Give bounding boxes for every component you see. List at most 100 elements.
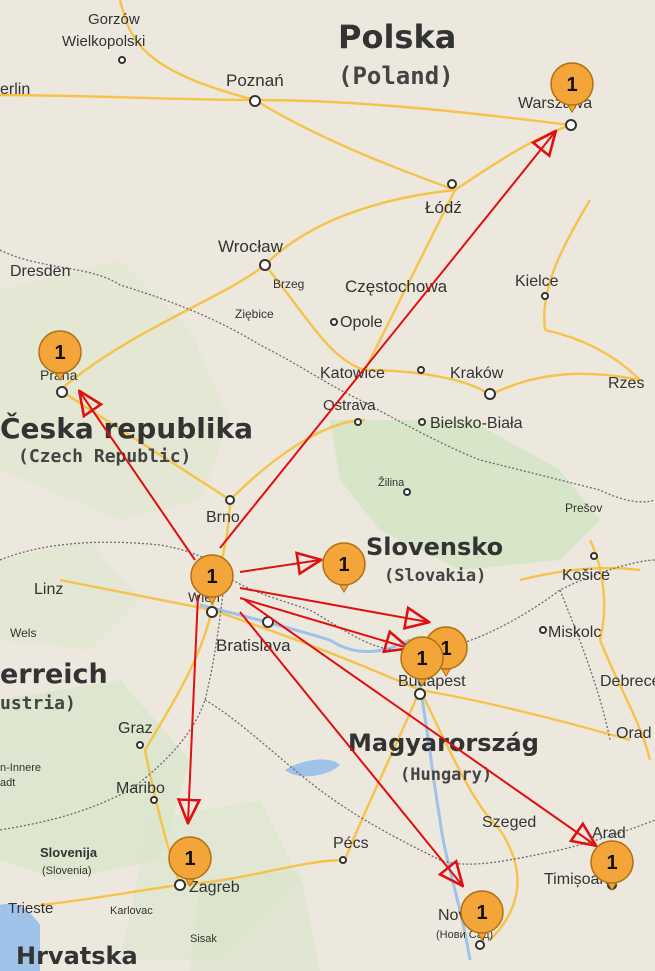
arrow-to-zagreb: [188, 594, 198, 822]
dot-katowice: [417, 366, 425, 374]
dot-gorzow: [118, 56, 126, 64]
city-krakow: Kraków: [450, 365, 504, 382]
dot-krakow: [484, 388, 496, 400]
arrow-to-timisoara: [244, 599, 595, 845]
dot-lodz: [447, 179, 457, 189]
city-gorzow: Gorzów: [88, 11, 140, 28]
city-dots: [56, 56, 617, 950]
city-linz: Linz: [34, 581, 63, 598]
country-slovenia: Slovenija: [40, 845, 98, 860]
country-czech-sub: (Czech Republic): [18, 446, 191, 467]
country-austria: erreich: [0, 659, 108, 690]
country-slovakia-sub: (Slovakia): [384, 566, 486, 586]
city-maribor: Maribo: [116, 780, 165, 797]
country-slovakia: Slovensko: [366, 533, 503, 561]
city-wels: Wels: [10, 626, 36, 640]
dot-warszawa: [565, 119, 577, 131]
city-lodz: Łódź: [425, 198, 462, 217]
marker-trnava[interactable]: 1: [322, 542, 366, 593]
country-croatia: Hrvatska: [16, 942, 138, 970]
city-zilina: Žilina: [378, 476, 405, 489]
city-wielkopolski: Wielkopolski: [62, 33, 145, 50]
country-poland: Polska: [338, 18, 456, 56]
dot-zilina: [403, 488, 411, 496]
dot-pecs: [339, 856, 347, 864]
city-katowice: Katowice: [320, 365, 385, 382]
dot-praha: [56, 386, 68, 398]
city-rzes: Rzes: [608, 375, 644, 392]
dot-wroclaw: [259, 259, 271, 271]
dot-kosice: [590, 552, 598, 560]
marker-count: 1: [440, 638, 451, 660]
city-karlovac: Karlovac: [110, 905, 153, 917]
city-trieste: Trieste: [8, 900, 53, 917]
dot-zagreb: [174, 879, 186, 891]
dot-budapest: [414, 688, 426, 700]
marker-count: 1: [206, 566, 217, 588]
arrow-to-novisad: [239, 611, 462, 885]
city-poznan: Poznań: [226, 71, 284, 90]
marker-timisoara[interactable]: 1: [590, 840, 634, 891]
country-labels: Polska (Poland) Česka republika (Czech R…: [0, 18, 539, 970]
city-czestochowa: Częstochowa: [345, 277, 448, 296]
arrow-to-budapest-a: [239, 587, 428, 622]
city-kielce: Kielce: [515, 273, 559, 290]
country-czech: Česka republika: [0, 411, 253, 445]
country-hungary: Magyarország: [348, 729, 539, 757]
marker-zagreb[interactable]: 1: [168, 836, 212, 887]
marker-praha[interactable]: 1: [38, 330, 82, 381]
dot-opole: [330, 318, 338, 326]
dot-miskolc: [539, 626, 547, 634]
dot-wien: [206, 606, 218, 618]
city-ostrava: Ostrava: [323, 397, 376, 414]
marker-count: 1: [338, 554, 349, 576]
country-slovenia-sub: (Slovenia): [42, 865, 92, 877]
dot-novisad: [475, 940, 485, 950]
dot-poznan: [249, 95, 261, 107]
city-pecs: Pécs: [333, 835, 369, 852]
marker-wien[interactable]: 1: [190, 554, 234, 605]
city-kosice: Košice: [562, 567, 610, 584]
city-ziebice: Ziębice: [235, 307, 274, 321]
city-arad: Arad: [592, 825, 626, 842]
dot-kielce: [541, 292, 549, 300]
marker-count: 1: [416, 648, 427, 670]
marker-count: 1: [566, 74, 577, 96]
dot-graz: [136, 741, 144, 749]
marker-budapest-b[interactable]: 1: [400, 636, 444, 687]
city-opole: Opole: [340, 314, 383, 331]
city-bratislava: Bratislava: [216, 636, 291, 655]
country-austria-sub: ustria): [0, 693, 76, 714]
dot-brno: [225, 495, 235, 505]
city-innere: n-Innere: [0, 762, 41, 774]
arrow-to-budapest-b: [239, 597, 408, 648]
city-berlin: erlin: [0, 81, 30, 98]
city-bielsko: Bielsko-Biała: [430, 415, 523, 432]
city-graz: Graz: [118, 720, 153, 737]
marker-novisad[interactable]: 1: [460, 890, 504, 941]
marker-count: 1: [476, 902, 487, 924]
city-debrecen: Debrece: [600, 673, 655, 690]
city-wroclaw: Wrocław: [218, 237, 284, 256]
marker-count: 1: [54, 342, 65, 364]
country-hungary-sub: (Hungary): [400, 765, 492, 785]
city-labels: Gorzów Wielkopolski erlin Poznań Warszaw…: [0, 11, 655, 945]
city-brzeg: Brzeg: [273, 277, 304, 291]
dot-bielsko: [418, 418, 426, 426]
city-sisak: Sisak: [190, 933, 217, 945]
arrow-to-trnava: [239, 560, 320, 572]
country-poland-sub: (Poland): [338, 62, 454, 90]
dot-maribor: [150, 796, 158, 804]
city-zagreb: Zagreb: [189, 879, 240, 896]
route-arrows: [80, 132, 595, 885]
marker-count: 1: [184, 848, 195, 870]
city-orad: Orad: [616, 725, 652, 742]
marker-count: 1: [606, 852, 617, 874]
city-szeged: Szeged: [482, 814, 536, 831]
city-dresden: Dresden: [10, 263, 70, 280]
marker-warszawa[interactable]: 1: [550, 62, 594, 113]
city-presov: Prešov: [565, 501, 602, 515]
